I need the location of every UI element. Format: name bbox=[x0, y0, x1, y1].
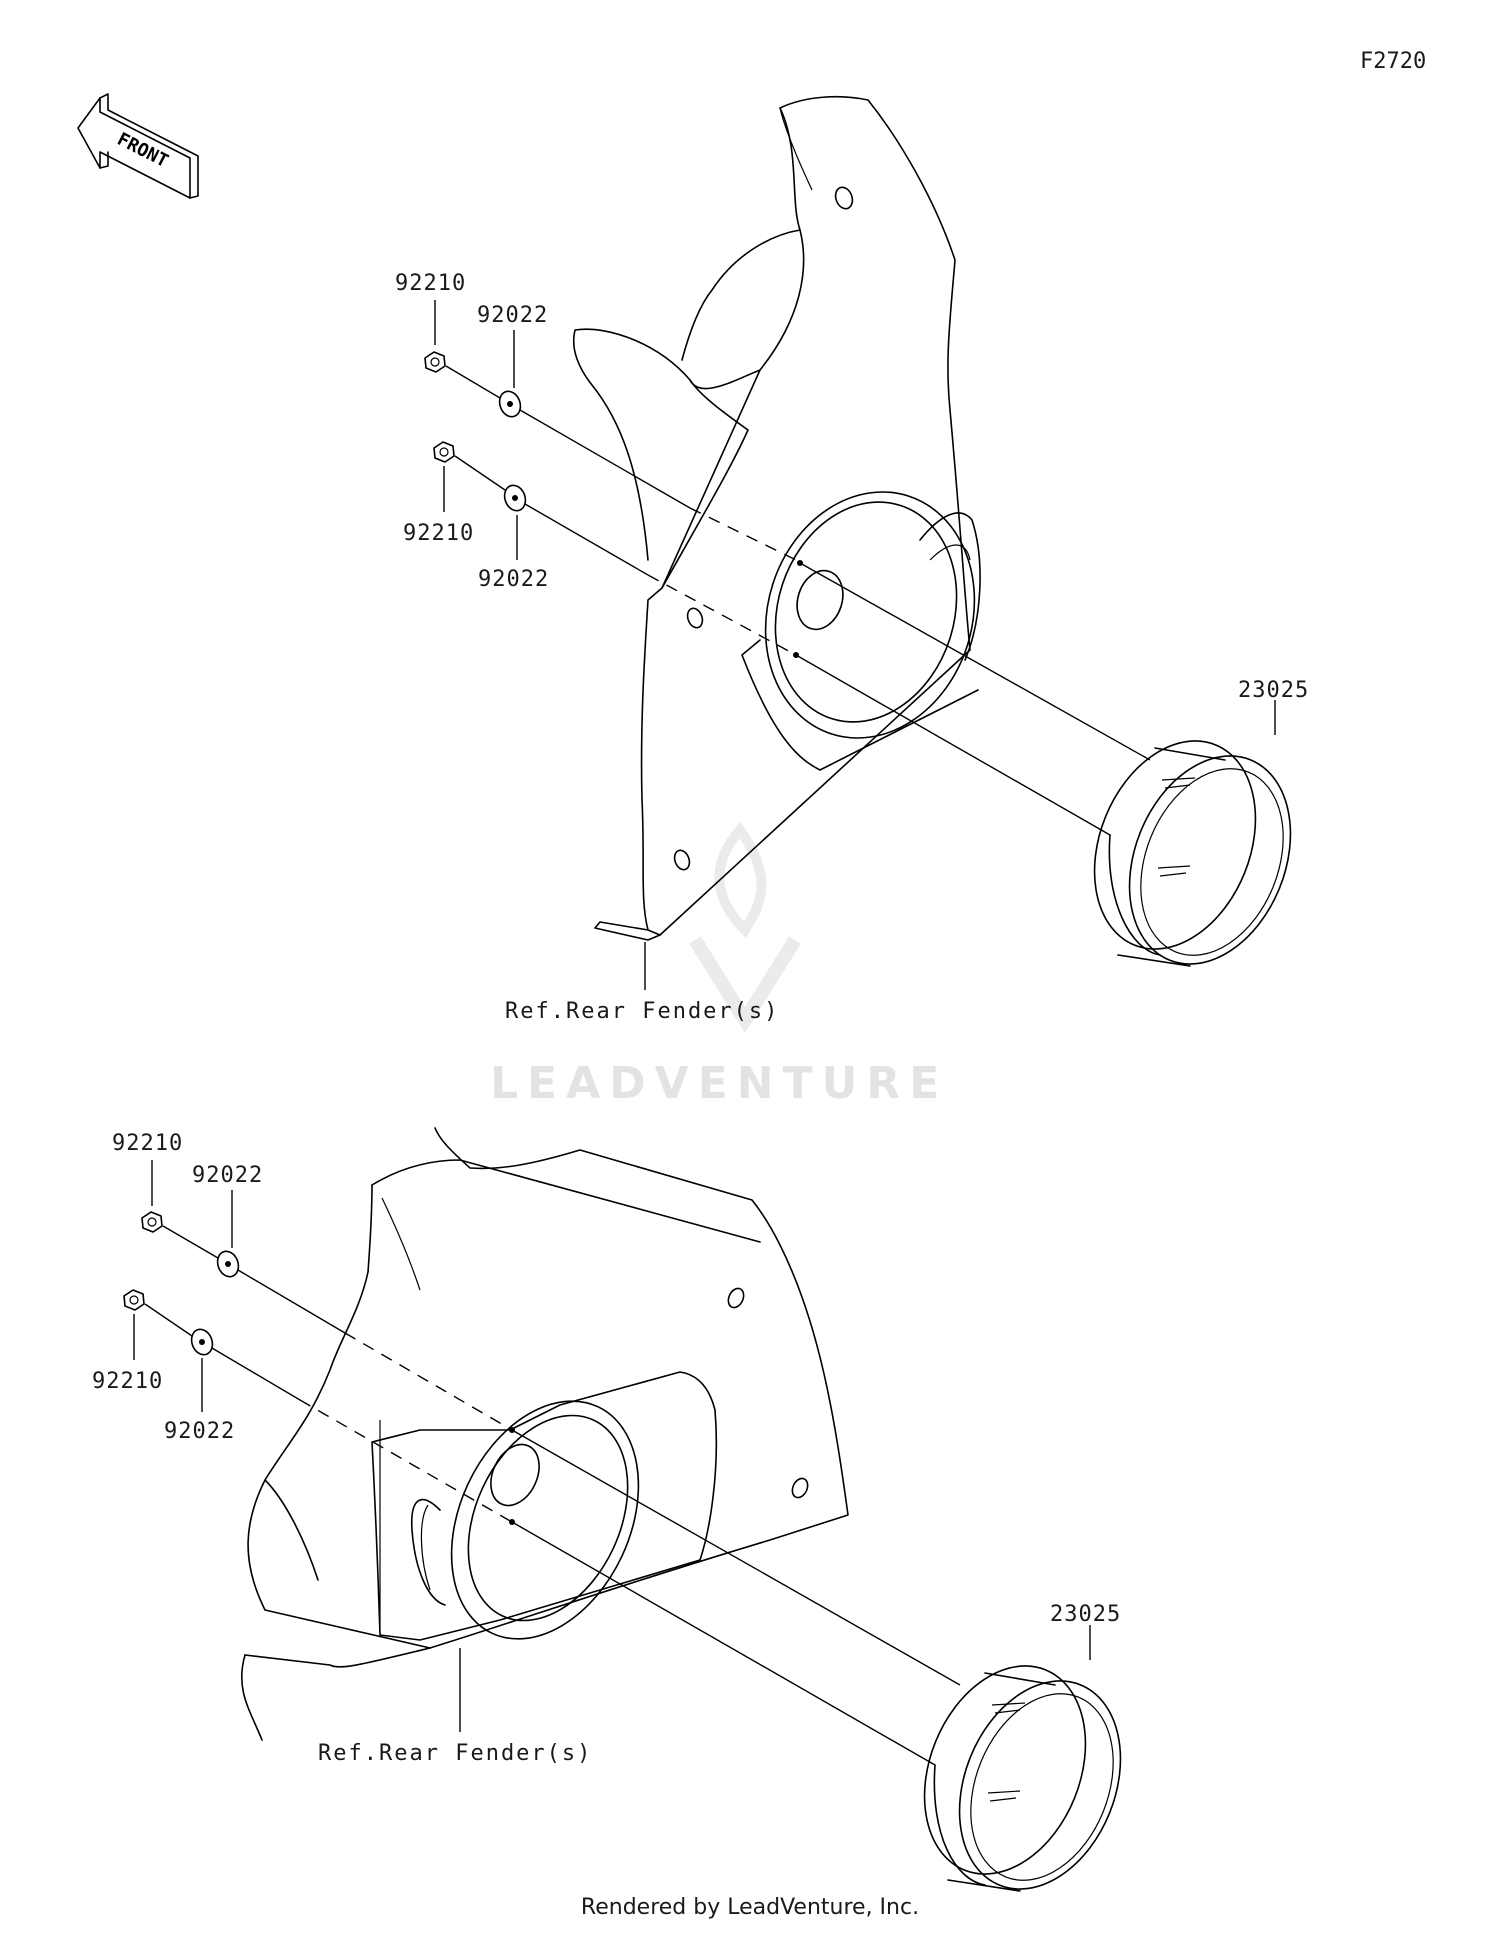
lower-washer-top bbox=[216, 1250, 240, 1278]
upper-nut-top bbox=[424, 351, 446, 373]
figure-code: F2720 bbox=[1360, 49, 1426, 74]
upper-ref-label: Ref.Rear Fender(s) bbox=[505, 999, 779, 1024]
lower-nut-bottom bbox=[123, 1289, 145, 1311]
watermark-logo bbox=[689, 821, 801, 1034]
upper-washer-top bbox=[498, 390, 522, 418]
upper-cover-label: 23025 bbox=[1238, 678, 1309, 703]
lower-nut-top bbox=[141, 1211, 163, 1233]
lower-ref-label: Ref.Rear Fender(s) bbox=[318, 1741, 592, 1766]
upper-fender-panel bbox=[573, 95, 981, 941]
watermark-text: LEADVENTURE bbox=[490, 1058, 948, 1109]
upper-washer-bottom-label: 92022 bbox=[478, 567, 549, 592]
lower-nut-bottom-label: 92210 bbox=[92, 1369, 163, 1394]
lower-fender-panel bbox=[240, 1127, 849, 1741]
front-arrow-icon: FRONT bbox=[77, 93, 199, 199]
footer-credit: Rendered by LeadVenture, Inc. bbox=[580, 1895, 920, 1920]
upper-nut-bottom bbox=[433, 441, 455, 463]
lower-cover-label: 23025 bbox=[1050, 1602, 1121, 1627]
lower-nut-top-label: 92210 bbox=[112, 1131, 183, 1156]
lower-speaker-cover bbox=[923, 1665, 1122, 1892]
upper-nut-bottom-label: 92210 bbox=[403, 521, 474, 546]
lower-assembly: 92210 92022 92210 92022 bbox=[92, 1127, 1122, 1892]
upper-nut-top-label: 92210 bbox=[395, 271, 466, 296]
lower-washer-bottom bbox=[190, 1328, 214, 1356]
upper-assembly: 92210 92022 92210 92022 bbox=[395, 95, 1309, 1024]
upper-washer-bottom bbox=[503, 484, 527, 512]
upper-speaker-cover bbox=[1093, 740, 1292, 967]
lower-washer-top-label: 92022 bbox=[192, 1163, 263, 1188]
front-label: FRONT bbox=[114, 129, 172, 172]
upper-washer-top-label: 92022 bbox=[477, 303, 548, 328]
lower-washer-bottom-label: 92022 bbox=[164, 1419, 235, 1444]
